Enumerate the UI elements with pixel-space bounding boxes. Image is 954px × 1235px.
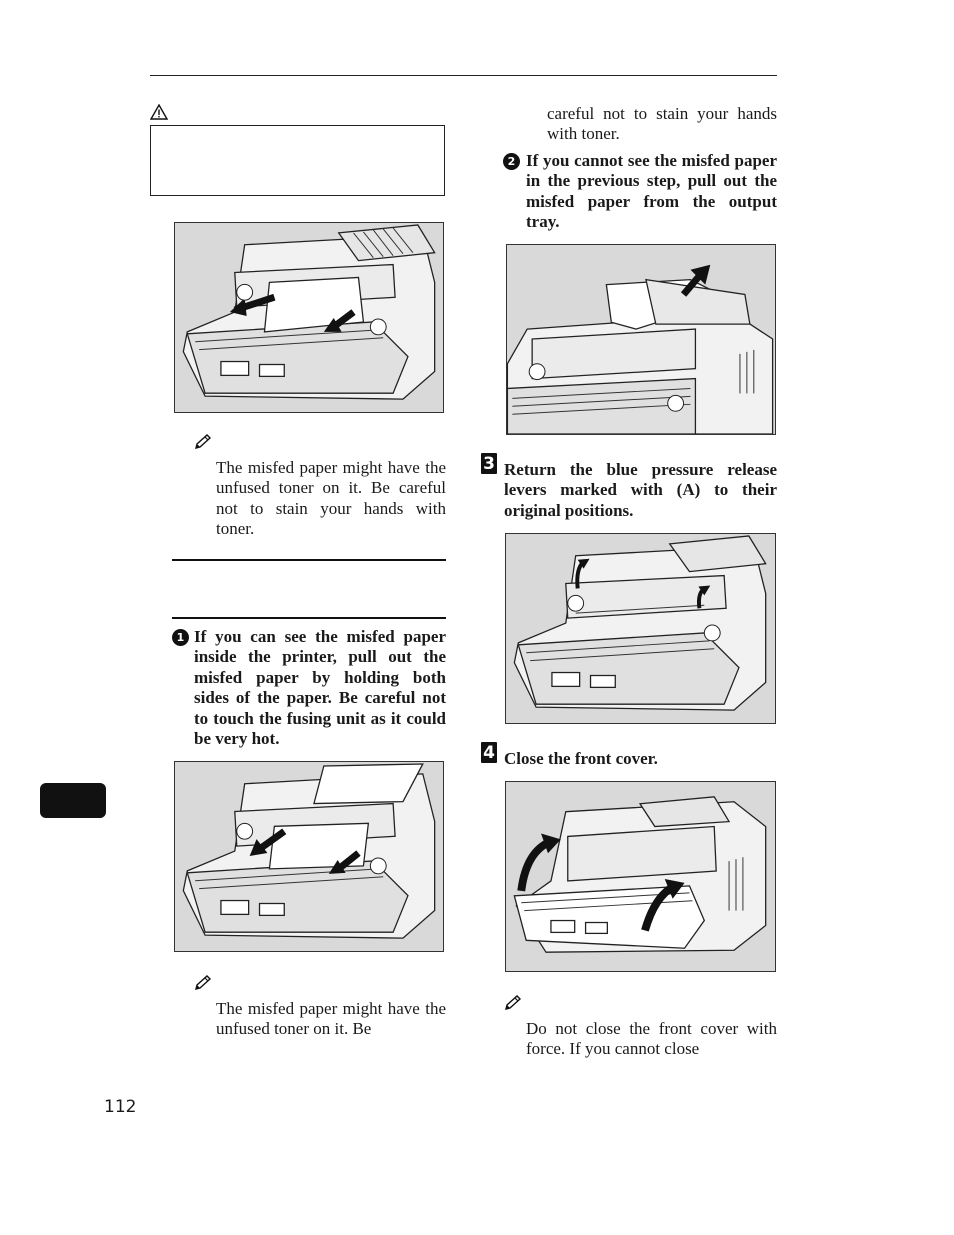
note-pencil-icon: [193, 974, 213, 992]
section-rule-bottom: [172, 617, 446, 619]
chapter-tab-icon: [40, 783, 106, 818]
section-rule-top: [172, 559, 446, 561]
step-number-badge: 3: [481, 453, 497, 474]
printer-illustration-close-cover: [505, 781, 776, 972]
warning-triangle-icon: [149, 103, 169, 120]
substep-1-instruction: If you can see the misfed paper inside t…: [194, 627, 446, 749]
note-text-unfused-toner: The misfed paper might have the unfused …: [216, 458, 446, 539]
caution-box: [150, 125, 445, 196]
page-number: 112: [104, 1097, 137, 1117]
printer-illustration-levers: [505, 533, 776, 724]
substep-2-instruction: If you cannot see the misfed paper in th…: [526, 151, 777, 232]
note-pencil-icon: [503, 994, 523, 1012]
substep-number-badge: 2: [503, 153, 520, 170]
note-pencil-icon: [193, 433, 213, 451]
printer-illustration-pull-paper: [174, 761, 444, 952]
substep-number-badge: 1: [172, 629, 189, 646]
note-text-close-cover: Do not close the front cover with force.…: [526, 1019, 777, 1059]
note-text-continuation: careful not to stain your hands with ton…: [547, 104, 777, 144]
step-3-instruction: Return the blue pressure release levers …: [504, 460, 777, 520]
note-text-unfused-toner-continued: The misfed paper might have the unfused …: [216, 999, 446, 1039]
printer-illustration-output-tray: [506, 244, 776, 435]
step-number-badge: 4: [481, 742, 497, 763]
header-rule: [150, 75, 777, 76]
printer-illustration-fusing-unit: [174, 222, 444, 413]
step-4-instruction: Close the front cover.: [504, 749, 658, 768]
